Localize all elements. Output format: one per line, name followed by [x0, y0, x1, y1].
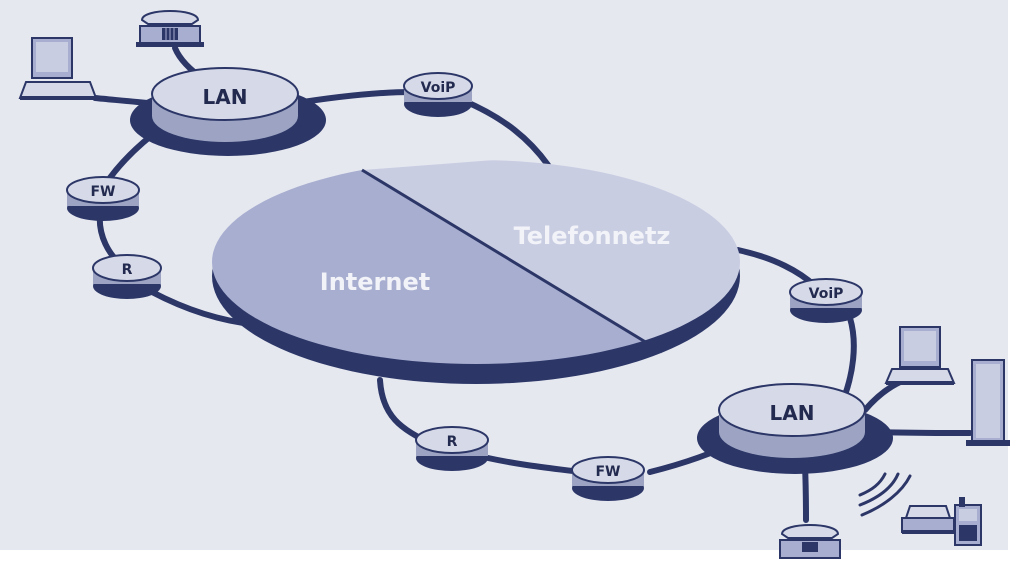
- line-voip-disc: [459, 97, 551, 168]
- fw-left-label: FW: [90, 184, 115, 200]
- wireless-signal-icon: [858, 472, 912, 517]
- mobile-phone-icon: [954, 497, 982, 546]
- computer-icon: [18, 37, 98, 100]
- lan-node-top: LAN: [130, 67, 326, 156]
- line-voip-lan: [842, 315, 857, 398]
- disc-divider: [361, 168, 663, 354]
- fw-node-bottom: FW: [571, 456, 645, 501]
- r-left-label: R: [122, 262, 133, 278]
- fw-node-left: FW: [66, 176, 140, 221]
- voip-node-right: VoiP: [789, 278, 863, 323]
- telephone-icon-bottom: [779, 524, 841, 559]
- telephone-icon: [136, 10, 204, 47]
- r-node-bottom: R: [415, 426, 489, 471]
- main-disc: Internet Telefonnetz: [212, 160, 740, 384]
- line-r-fw: [485, 455, 583, 475]
- white-border-right: [1008, 0, 1017, 563]
- lan-node-bottom: LAN: [697, 383, 893, 474]
- r-node-left: R: [92, 254, 162, 299]
- r-bottom-label: R: [447, 434, 458, 450]
- computer-icon-right: [884, 326, 956, 385]
- white-border-bottom: [0, 550, 1017, 563]
- internet-label: Internet: [320, 268, 430, 296]
- lan-bottom-label: LAN: [770, 401, 815, 425]
- desk-phone-icon: [901, 505, 955, 534]
- voip-node-top: VoiP: [403, 72, 473, 117]
- lan-top-label: LAN: [203, 85, 248, 109]
- server-tower-icon: [966, 359, 1010, 446]
- voip-right-label: VoiP: [809, 286, 844, 302]
- fw-bottom-label: FW: [595, 464, 620, 480]
- voip-top-label: VoiP: [421, 80, 456, 96]
- telefonnetz-label: Telefonnetz: [514, 222, 671, 250]
